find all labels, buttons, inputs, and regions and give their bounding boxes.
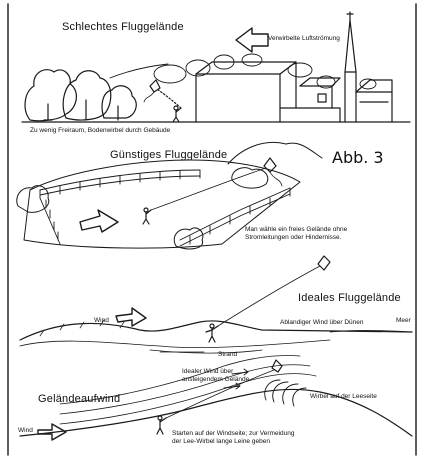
person-icon	[172, 105, 182, 123]
panel-good-terrain-drawing	[16, 141, 323, 250]
label-choose-open-field: Man wähle ein freies Gelände ohne Stroml…	[245, 226, 348, 241]
kite-icon	[150, 157, 283, 211]
kite-icon	[217, 255, 331, 327]
small-wind-arrows-icon	[223, 368, 249, 390]
label-beach: Strand	[218, 351, 238, 358]
wind-arrow-right-icon	[79, 209, 119, 233]
panel-title-slope-lift: Geländeaufwind	[38, 393, 121, 405]
label-wind: Wind	[94, 317, 109, 324]
panel-title-ideal-terrain: Ideales Fluggelände	[298, 292, 401, 304]
wind-arrow-left-icon	[235, 27, 269, 53]
building-icon	[195, 11, 393, 123]
person-icon	[142, 207, 152, 225]
panel-title-bad-terrain: Schlechtes Fluggelände	[62, 21, 184, 33]
label-wind-slope: Wind	[18, 427, 33, 434]
person-icon	[205, 323, 219, 343]
label-ideal-wind-slope: Idealer Wind über ansteigendem Gelände	[182, 368, 250, 383]
panel-slope-lift-drawing	[19, 355, 413, 441]
label-lee-vortex: Wirbel auf der Leeseite	[310, 393, 377, 400]
label-offshore-wind: Ablandiger Wind über Dünen	[280, 319, 364, 326]
turbulence-swirl-icon	[109, 53, 377, 90]
figure-label: Abb. 3	[332, 148, 384, 167]
page-frame	[7, 3, 417, 456]
tree-group-icon	[24, 69, 137, 122]
panel-bad-terrain-drawing	[21, 11, 411, 123]
kite-icon	[143, 79, 182, 109]
person-icon	[156, 415, 167, 435]
panel-ideal-terrain-drawing	[19, 255, 413, 354]
lee-vortex-icon	[264, 379, 307, 407]
panel-title-good-terrain: Günstiges Fluggelände	[110, 149, 228, 161]
label-turbulent-airflow: Verwirbelte Luftströmung	[268, 35, 340, 42]
wind-arrow-right-icon	[115, 307, 147, 327]
label-sea: Meer	[396, 317, 411, 324]
wind-arrow-right-icon	[37, 423, 67, 441]
label-start-windward: Starten auf der Windseite; zur Vermeidun…	[172, 430, 295, 445]
label-too-little-space: Zu wenig Freiraum, Bodenwirbel durch Geb…	[30, 127, 171, 134]
kite-icon	[165, 359, 283, 419]
bush-icon	[16, 167, 269, 250]
